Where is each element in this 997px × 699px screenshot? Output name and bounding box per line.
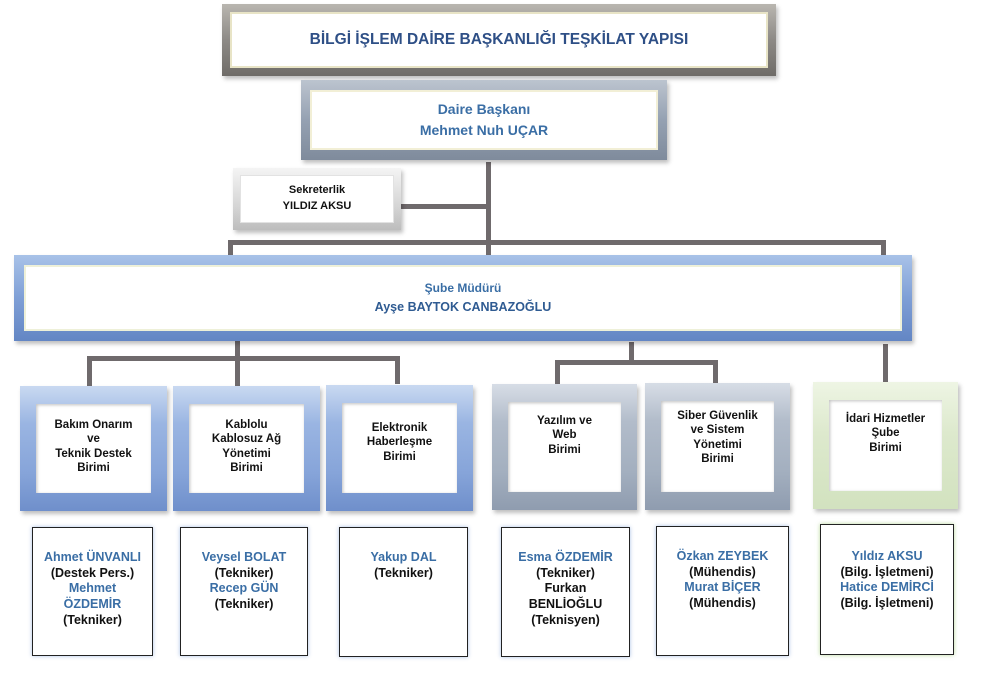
staff-title: (Tekniker) [214,596,274,611]
connector-head-down [486,162,491,259]
unit-line: İdari Hizmetler [845,413,926,425]
unit-line: Siber Güvenlik [677,410,758,422]
secretary-box: Sekreterlik YILDIZ AKSU [233,168,401,230]
staff-name: Hatice DEMİRCİ [840,580,934,595]
staff-title: (Teknisyen) [531,612,600,627]
staff-title: (Tekniker) [374,565,433,580]
staff-name: Mehmet [68,581,117,596]
staff-box-software-web: Esma ÖZDEMİR (Tekniker) Furkan BENLİOĞLU… [501,527,630,657]
unit-line: Kablolu [225,419,268,431]
staff-name: Esma ÖZDEMİR [518,550,613,564]
secretary-name: YILDIZ AKSU [282,200,352,212]
secretary-role: Sekreterlik [288,184,346,197]
unit-line: Haberleşme [366,436,433,449]
unit-box-software-web-text: Yazılım ve Web Birimi [508,402,621,492]
unit-box-electronic-comm: Elektronik Haberleşme Birimi [326,385,473,511]
unit-line: Birimi [77,462,110,475]
unit-line: Birimi [383,450,416,463]
connector-top-bus-right-drop [881,240,886,258]
connector-mid-drop-1 [555,360,560,386]
unit-box-administrative-text: İdari Hizmetler Şube Birimi [829,400,942,491]
unit-box-cyber-security-text: Siber Güvenlik ve Sistem Yönetimi Birimi [661,401,774,492]
branch-manager-name: Ayşe BAYTOK CANBAZOĞLU [374,299,552,314]
staff-box-electronic-comm: Yakup DAL (Tekniker) [339,527,468,657]
connector-mid-drop-2 [713,360,718,386]
staff-title: (Mühendis) [689,595,756,610]
connector-top-bus-left-drop [228,240,233,258]
unit-line: ve [87,433,100,446]
unit-box-software-web: Yazılım ve Web Birimi [492,384,637,510]
staff-box-administrative: Yıldız AKSU (Bilg. İşletmeni) Hatice DEM… [820,524,954,655]
unit-box-network-text: Kablolu Kablosuz Ağ Yönetimi Birimi [189,404,304,493]
unit-box-cyber-security: Siber Güvenlik ve Sistem Yönetimi Birimi [645,383,790,510]
connector-left-drop-1 [87,356,92,388]
unit-line: Birimi [869,441,902,454]
staff-name: Yıldız AKSU [851,549,923,563]
unit-line: Birimi [548,443,581,456]
chart-title: BİLGİ İŞLEM DAİRE BAŞKANLIĞI TEŞKİLAT YA… [309,31,689,49]
branch-manager-role: Şube Müdürü [424,280,502,295]
unit-box-administrative: İdari Hizmetler Şube Birimi [813,382,958,509]
staff-title: (Destek Pers.) [50,565,135,580]
connector-branch-mid-down [629,342,634,362]
unit-line: Yazılım ve [537,415,592,427]
staff-box-network: Veysel BOLAT (Tekniker) Recep GÜN (Tekni… [180,527,308,656]
staff-box-maintenance: Ahmet ÜNVANLI (Destek Pers.) Mehmet ÖZDE… [32,527,153,656]
unit-box-maintenance-text: Bakım Onarım ve Teknik Destek Birimi [36,404,151,493]
staff-name: Murat BİÇER [684,580,761,595]
unit-line: Kablosuz Ağ [211,433,282,446]
unit-line: Şube [871,427,900,440]
staff-box-cyber-security: Özkan ZEYBEK (Mühendis) Murat BİÇER (Müh… [656,526,789,656]
unit-line: Yönetimi [693,438,742,451]
unit-line: Web [552,429,577,442]
staff-name: Veysel BOLAT [201,550,287,564]
connector-secretary [400,204,490,209]
connector-branch-right-down [883,344,888,382]
head-role: Daire Başkanı [437,101,531,117]
staff-title: (Tekniker) [63,612,122,627]
staff-title: Furkan [544,581,587,596]
staff-title: (Bilg. İşletmeni) [840,564,934,579]
title-box: BİLGİ İŞLEM DAİRE BAŞKANLIĞI TEŞKİLAT YA… [222,4,776,76]
staff-name: Ahmet ÜNVANLI [44,550,141,564]
connector-branch-left-down [235,338,240,388]
unit-line: Birimi [701,453,734,466]
branch-manager-box: Şube Müdürü Ayşe BAYTOK CANBAZOĞLU [14,255,912,341]
connector-left-drop-3 [395,356,400,384]
staff-title: (Tekniker) [536,565,595,580]
staff-name: Yakup DAL [370,550,437,564]
unit-line: Teknik Destek [55,447,132,460]
head-box: Daire Başkanı Mehmet Nuh UÇAR [301,80,667,160]
staff-name: Özkan ZEYBEK [676,549,769,563]
unit-box-maintenance: Bakım Onarım ve Teknik Destek Birimi [20,386,167,511]
connector-top-bus [228,240,886,245]
staff-name: ÖZDEMİR [63,596,122,611]
connector-left-bus [87,356,400,361]
staff-title: (Tekniker) [214,565,274,580]
unit-line: Birimi [230,462,263,475]
staff-name: Recep GÜN [209,581,279,596]
unit-line: ve Sistem [690,424,745,437]
head-name: Mehmet Nuh UÇAR [419,121,549,138]
unit-box-network: Kablolu Kablosuz Ağ Yönetimi Birimi [173,386,320,511]
staff-title: (Mühendis) [689,564,756,579]
unit-box-electronic-comm-text: Elektronik Haberleşme Birimi [342,403,457,493]
connector-mid-bus [555,360,718,365]
staff-title: (Bilg. İşletmeni) [840,595,934,610]
unit-line: Yönetimi [222,447,271,460]
unit-line: Bakım Onarım [54,419,133,431]
unit-line: Elektronik [371,422,428,434]
staff-title: BENLİOĞLU [528,596,603,611]
